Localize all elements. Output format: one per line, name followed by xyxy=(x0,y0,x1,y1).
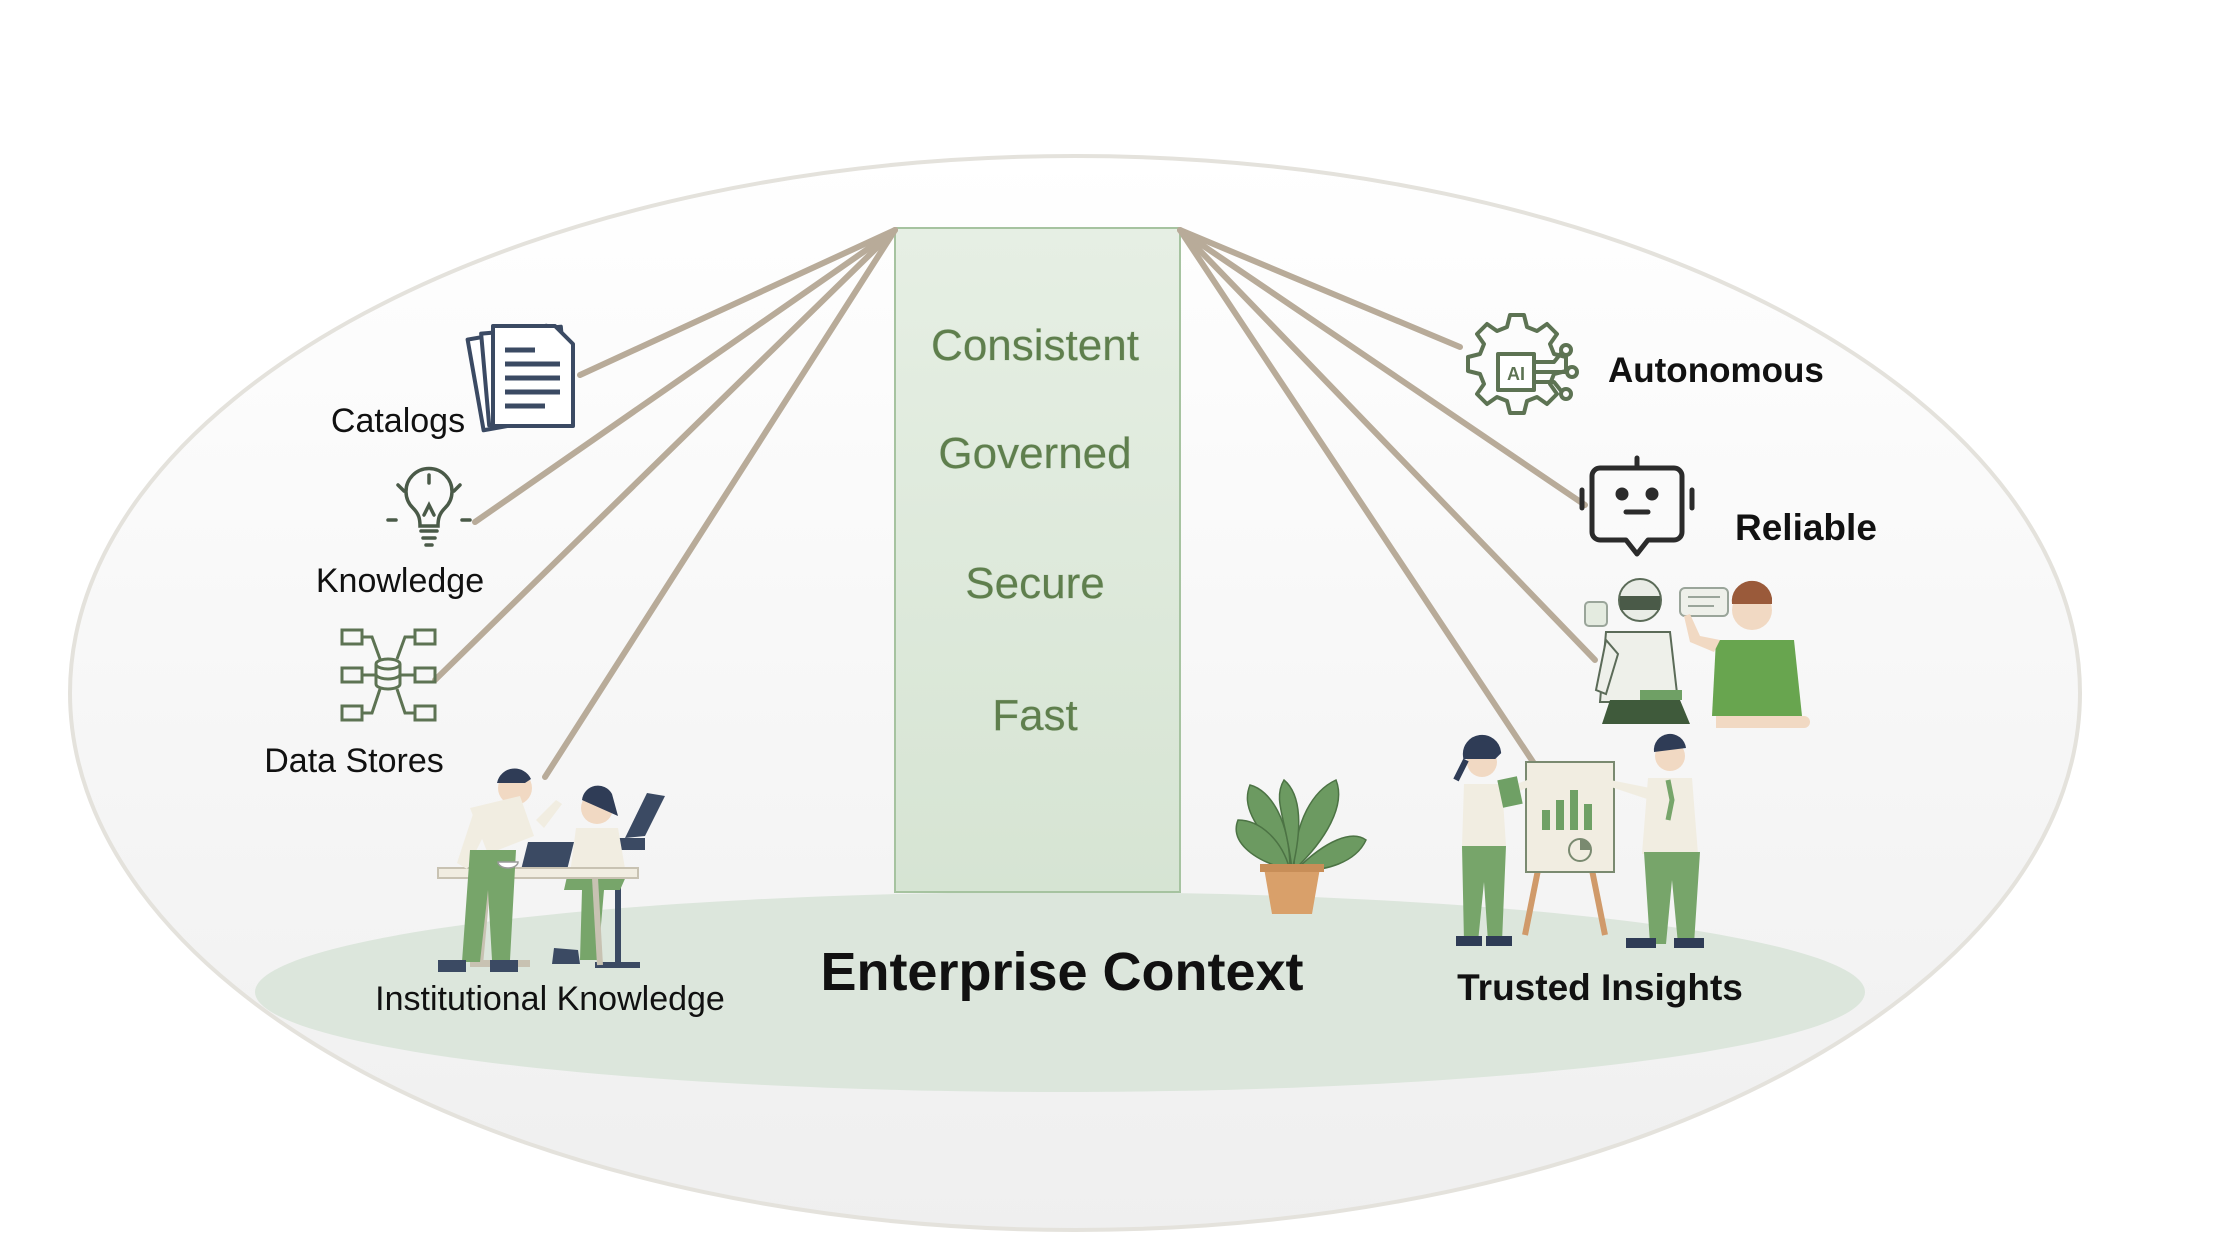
connector-knowledge xyxy=(472,227,898,525)
catalogs-label: Catalogs xyxy=(331,402,465,440)
context-pillar xyxy=(894,227,1181,893)
connectors-right xyxy=(1177,227,1598,783)
connector-catalogs xyxy=(577,227,898,378)
autonomous-label: Autonomous xyxy=(1608,351,1824,390)
connector-data-stores xyxy=(432,227,898,683)
quality-consistent: Consistent xyxy=(931,321,1139,370)
ai-gear-icon: AI xyxy=(1466,313,1579,415)
documents-icon xyxy=(465,323,575,433)
lightbulb-icon xyxy=(386,466,472,547)
people-at-desk-illustration xyxy=(437,768,665,972)
connector-trusted xyxy=(1177,227,1548,783)
connector-institutional xyxy=(542,227,898,780)
quality-governed: Governed xyxy=(938,429,1131,478)
robot-and-person-illustration xyxy=(1584,578,1810,728)
institutional-knowledge-label: Institutional Knowledge xyxy=(375,980,725,1018)
connectors-left xyxy=(432,227,898,780)
reliable-label: Reliable xyxy=(1735,507,1877,548)
presentation-illustration xyxy=(1453,733,1704,948)
enterprise-context-title: Enterprise Context xyxy=(820,942,1303,1002)
robot-chat-icon xyxy=(1579,455,1695,557)
connector-robot-scene xyxy=(1177,227,1598,663)
potted-plant-illustration xyxy=(1235,778,1367,914)
database-network-icon xyxy=(340,628,437,722)
knowledge-label: Knowledge xyxy=(316,562,484,600)
connector-reliable xyxy=(1177,227,1588,508)
connector-autonomous xyxy=(1177,227,1463,350)
trusted-insights-label: Trusted Insights xyxy=(1457,967,1743,1008)
svg-text:AI: AI xyxy=(1507,364,1525,384)
quality-secure: Secure xyxy=(965,559,1104,608)
quality-fast: Fast xyxy=(992,691,1078,740)
data-stores-label: Data Stores xyxy=(264,742,444,780)
